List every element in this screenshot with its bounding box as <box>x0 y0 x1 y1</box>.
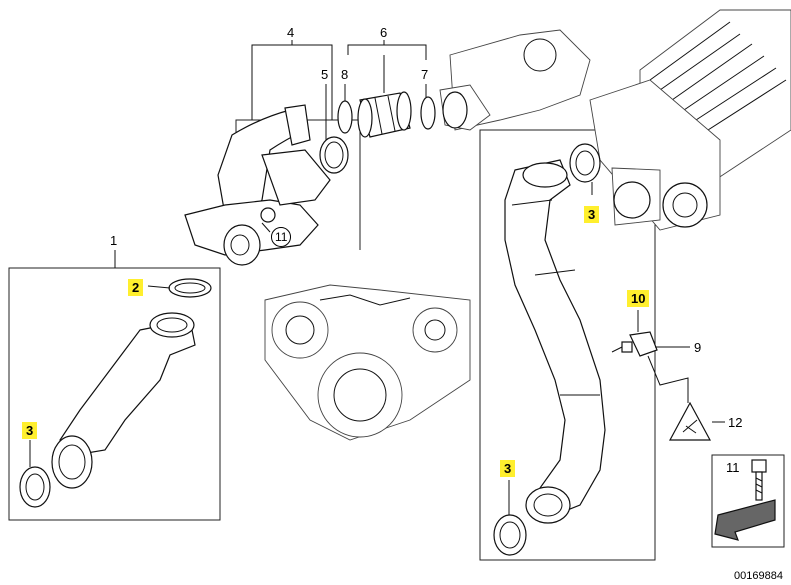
part-11-bolt <box>751 459 767 501</box>
turbocharger-drawing <box>264 284 471 441</box>
callout-11-box: 11 <box>726 460 740 475</box>
part-8-seal-ring <box>337 100 353 134</box>
upper-turbo-housing-drawing <box>439 29 591 131</box>
part-6-connector-sleeve <box>357 91 412 138</box>
part-3-seal-ring-bottom <box>493 514 527 556</box>
part-10-sensor <box>611 331 658 357</box>
callout-11-main: 11 <box>271 227 292 247</box>
part-3-seal-ring-top <box>569 143 601 183</box>
callout-7: 7 <box>421 67 429 82</box>
callout-1: 1 <box>110 233 118 248</box>
part-9-charge-air-line <box>504 159 606 524</box>
part-1-charge-air-hose <box>51 312 196 489</box>
box-part-11 <box>711 454 785 548</box>
arrow-icon <box>714 499 776 541</box>
callout-4: 4 <box>287 25 295 40</box>
diagram-id: 00169884 <box>734 570 783 582</box>
callout-12: 12 <box>728 415 743 430</box>
part-12-warning-label <box>668 401 712 441</box>
intake-manifold-drawing <box>589 9 791 231</box>
part-7-seal-ring <box>420 96 436 130</box>
callout-3-top: 3 <box>584 206 600 223</box>
callout-3-left: 3 <box>22 422 38 439</box>
callout-2: 2 <box>128 279 144 296</box>
leader-lines <box>29 40 725 515</box>
callout-8: 8 <box>341 67 349 82</box>
part-3-seal-ring-left <box>19 466 51 508</box>
callout-6: 6 <box>380 25 388 40</box>
callout-9: 9 <box>694 340 702 355</box>
callout-5: 5 <box>321 67 329 82</box>
callout-10: 10 <box>627 290 650 307</box>
callout-3-bottom: 3 <box>500 460 516 477</box>
part-4-charge-pipe <box>184 104 331 266</box>
